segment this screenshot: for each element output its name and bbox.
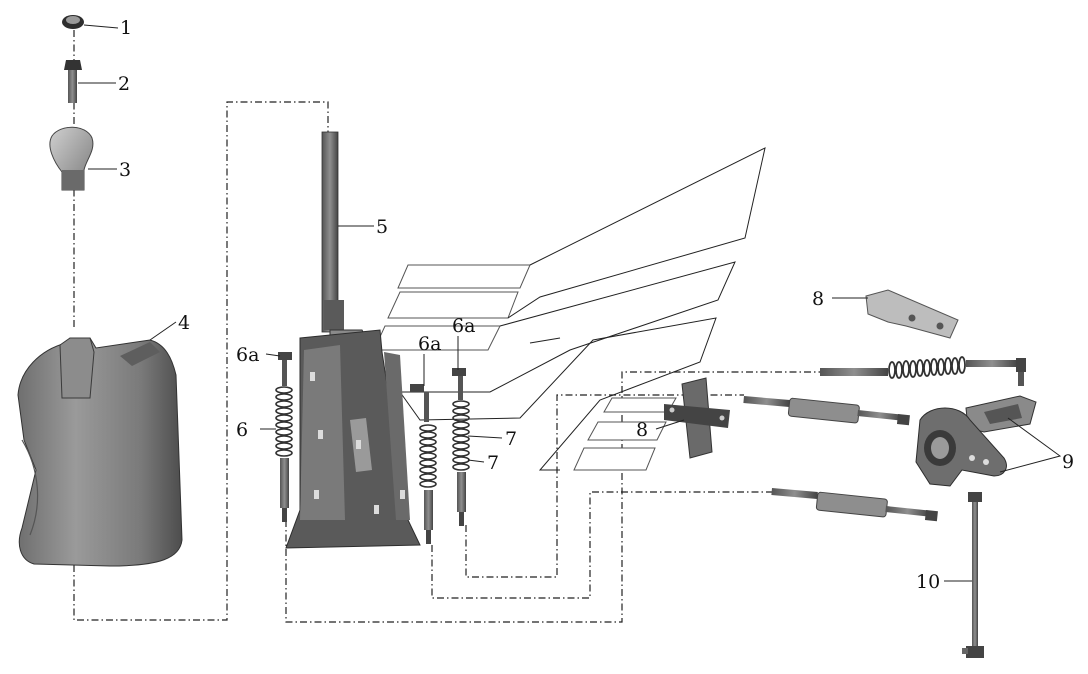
- callout-10: 10: [916, 571, 940, 593]
- part-6a-cable-spring-mid: [410, 384, 437, 544]
- callout-6a-mid: 6a: [418, 333, 441, 355]
- part-9-flange: [915, 407, 1007, 487]
- callout-6: 6: [236, 419, 248, 441]
- horizontal-link-rod-lower: [771, 488, 938, 522]
- part-8-bracket-top: [865, 289, 959, 339]
- lever-mounting-bracket: [285, 329, 421, 549]
- callout-6a-left: 6a: [236, 344, 259, 366]
- label-outlines: [373, 147, 766, 471]
- callout-1: 1: [120, 17, 132, 39]
- leader-lines: [78, 24, 1062, 582]
- part-8-bracket-mid: [664, 377, 730, 459]
- part-1-cap: [62, 15, 84, 29]
- callout-7-lower: 7: [487, 452, 499, 474]
- part-6-cable-spring-left: [275, 352, 293, 522]
- assembly-lines: [73, 30, 820, 623]
- horizontal-cable-spring: [820, 356, 1026, 386]
- callout-labels: 1 2 3 4 5 6a 6a 6a 6 7 7 8 8 9 10: [118, 17, 1074, 593]
- callout-8-mid: 8: [636, 419, 648, 441]
- part-4-boot-cover: [17, 337, 183, 567]
- part-3-knob: [49, 126, 94, 191]
- callout-6a-top: 6a: [452, 315, 475, 337]
- callout-8-top: 8: [812, 288, 824, 310]
- callout-4: 4: [178, 312, 190, 334]
- callout-3: 3: [119, 159, 131, 181]
- callout-5: 5: [376, 216, 388, 238]
- part-2-bolt: [64, 60, 82, 103]
- callout-9: 9: [1062, 451, 1074, 473]
- part-10-vertical-rod: [962, 492, 984, 658]
- callout-2: 2: [118, 73, 130, 95]
- callout-7-upper: 7: [505, 428, 517, 450]
- horizontal-link-rod-middle: [743, 396, 910, 426]
